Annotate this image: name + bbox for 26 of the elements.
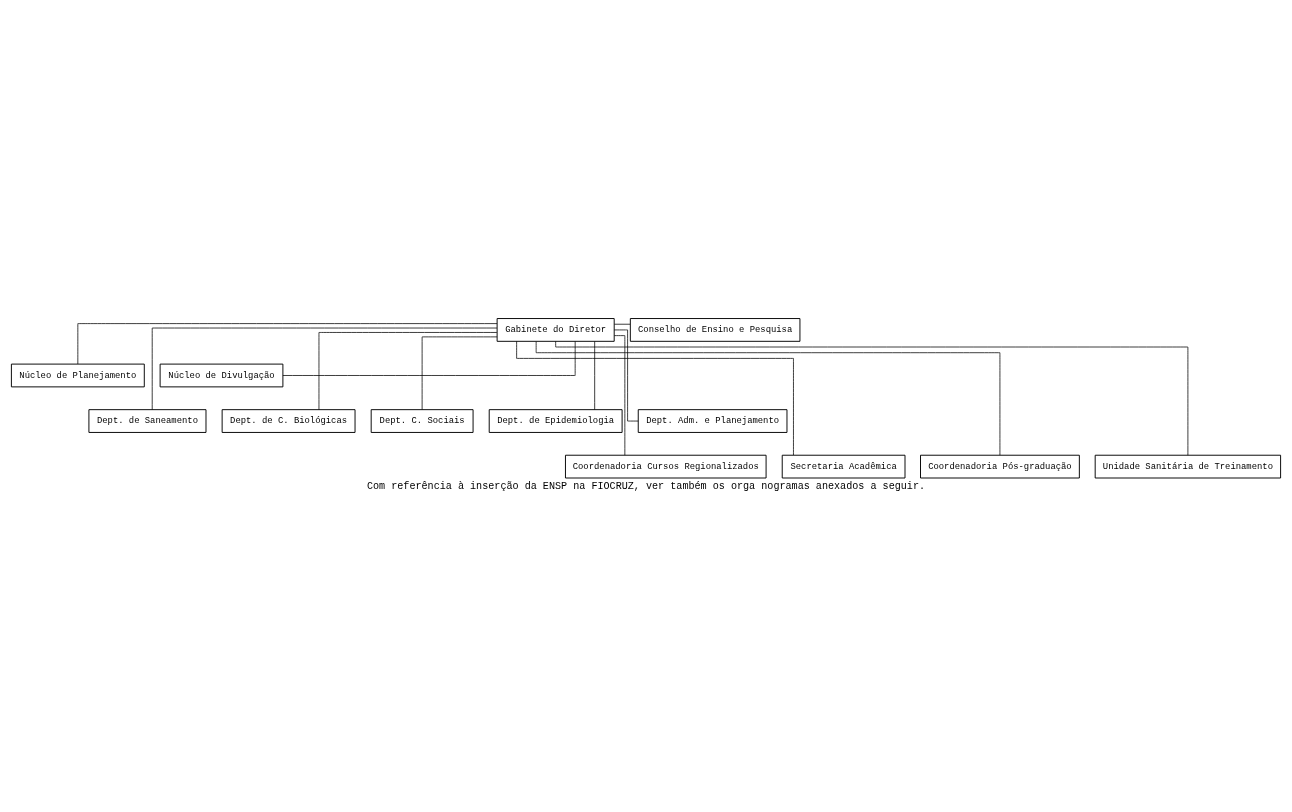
connector: [613, 329, 639, 421]
node-box: Coordenadoria Cursos Regionalizados: [565, 454, 767, 478]
connector: [282, 340, 576, 376]
node-box: Núcleo de Divulgação: [159, 363, 284, 387]
connector: [77, 322, 498, 364]
connector: [318, 331, 498, 410]
node-box: Dept. de Saneamento: [88, 408, 207, 433]
connector: [516, 340, 794, 455]
connector: [555, 340, 1189, 456]
node-box: Dept. de C. Biológicas: [221, 408, 356, 433]
connector: [614, 323, 631, 325]
node-box: Conselho de Ensino e Pesquisa: [629, 317, 801, 342]
node-box: Dept. Adm. e Planejamento: [637, 408, 788, 433]
connector: [421, 336, 498, 410]
node-box: Gabinete do Diretor: [496, 317, 615, 342]
node-box: Dept. C. Sociais: [370, 408, 474, 433]
connector: [594, 340, 596, 410]
connector: [151, 327, 498, 410]
caption: Com referência à inserção da ENSP na FIOCRUZ, ver também os orga nogramas anexados a seguir.: [366, 480, 926, 492]
connector: [535, 340, 1001, 455]
node-box: Secretaria Acadêmica: [781, 454, 906, 478]
connector: [613, 334, 626, 456]
node-box: Dept. de Epidemiologia: [488, 408, 623, 433]
node-box: Núcleo de Planejamento: [10, 363, 145, 387]
node-box: Unidade Sanitária de Treinamento: [1094, 454, 1282, 478]
node-box: Coordenadoria Pós-graduação: [920, 454, 1080, 478]
